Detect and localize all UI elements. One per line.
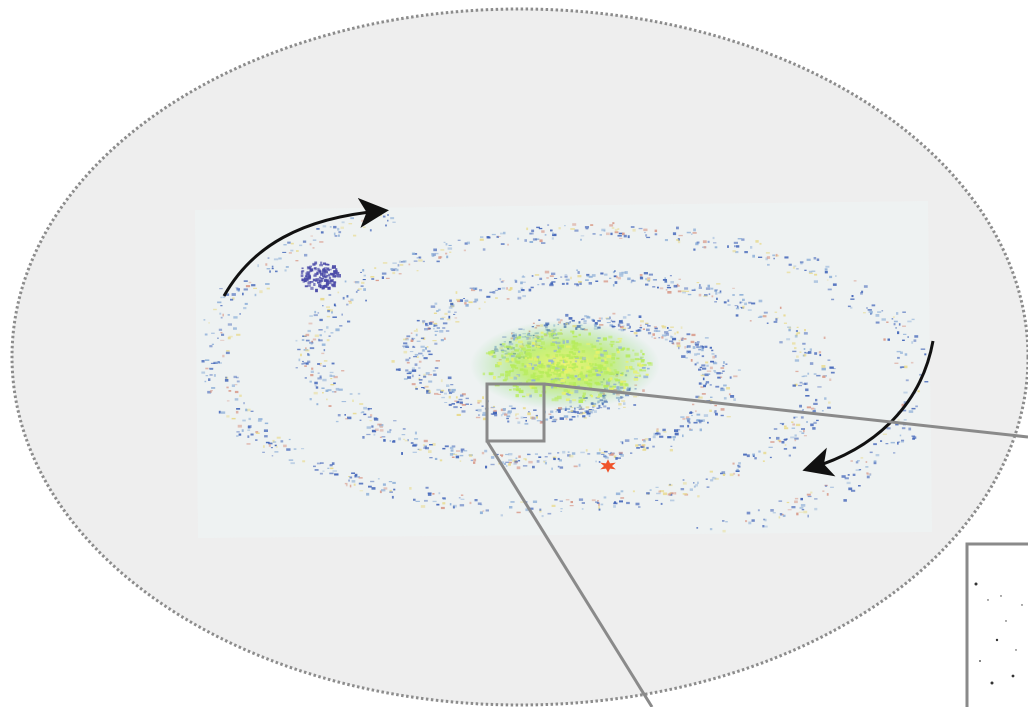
sun-marker (600, 459, 616, 473)
satellite-cluster (300, 261, 341, 293)
zoom-inset-panel (965, 542, 1028, 707)
zoom-connector-line-lower (485, 440, 654, 707)
zoom-inset-stars (974, 582, 1023, 685)
rotation-arrow-right (802, 340, 935, 477)
galactic-bulge (470, 320, 660, 410)
rotation-arrow-top-left (222, 197, 389, 297)
zoom-connector-line-upper (543, 382, 1028, 439)
zoom-region-box (485, 382, 546, 443)
